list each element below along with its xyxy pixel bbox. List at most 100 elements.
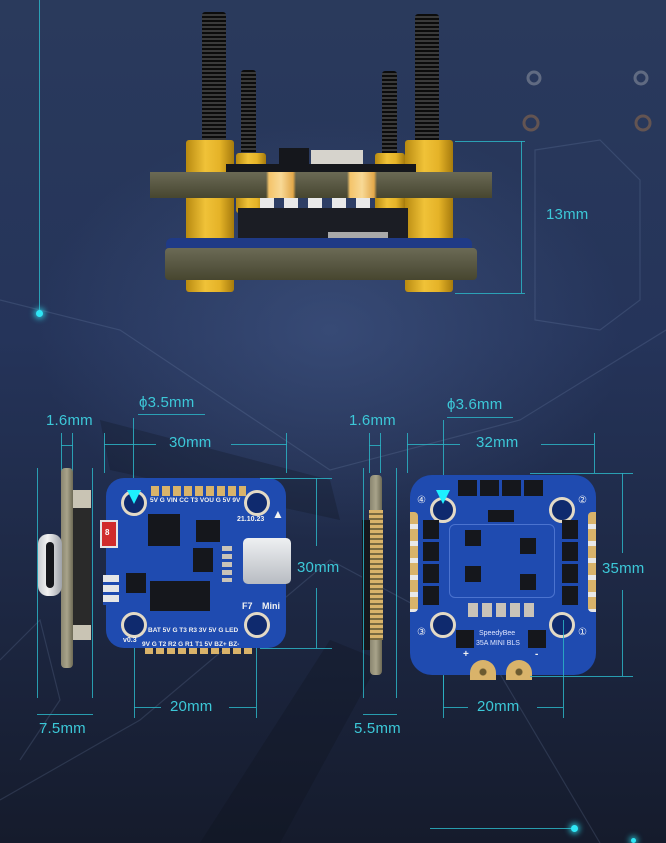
esc-side-depth-label: 5.5mm [354, 720, 401, 737]
esc-spacing-line-r [563, 620, 564, 718]
esc-mount-spacing-label: 20mm [477, 698, 520, 715]
esc-height-line-top [530, 473, 633, 474]
esc-left-mosfets [423, 520, 439, 606]
fc-height-bar-bottom [316, 588, 317, 648]
esc-capacitors [468, 603, 534, 617]
fc-depth-line-l [37, 468, 38, 698]
fc-bottom-pad-labels-row1: BAT 5V G T3 R3 3V 5V G LED [148, 627, 239, 634]
esc-height-line-bottom [530, 676, 633, 677]
esc-minus-label: - [535, 649, 539, 660]
fc-width-bar-r [231, 444, 287, 445]
fc-led-component [100, 520, 118, 548]
fc-hole-leader-h [138, 414, 205, 415]
stack-height-label: 13mm [546, 206, 589, 223]
fc-thickness-bar [61, 445, 73, 446]
fc-mount-hole-br [244, 612, 270, 638]
fc-side-depth-label: 7.5mm [39, 720, 86, 737]
fc-top-pads [151, 486, 246, 496]
fc-side-pcb [61, 468, 73, 668]
esc-depth-line-l [363, 468, 364, 698]
fc-version-label: v0.3 [123, 637, 137, 644]
esc-height-label: 35mm [602, 560, 645, 577]
esc-spacing-line-l [443, 676, 444, 718]
gold-connector-band [248, 172, 398, 198]
esc-battery-pad-positive [470, 660, 496, 680]
esc-side-components [362, 520, 370, 650]
esc-right-motor-pads [588, 512, 596, 612]
long-screw-right [415, 14, 439, 140]
esc-spacing-bar-l [443, 707, 468, 708]
esc-thickness-line-l [369, 433, 370, 473]
fc-orientation-triangle [127, 490, 141, 504]
esc-corner-number-3: ③ [417, 627, 426, 638]
esc-corner-number-1: ① [578, 627, 587, 638]
esc-width-bar-r [541, 444, 594, 445]
fc-regulator [193, 548, 213, 572]
esc-width-line-l [407, 433, 408, 473]
esc-width-line-r [594, 433, 595, 473]
esc-regulator [488, 510, 514, 522]
fc-bottom-pads [145, 648, 253, 654]
fc-thickness-line-l [61, 433, 62, 473]
esc-driver-chip-1 [465, 530, 481, 546]
fc-height-line-bottom [260, 648, 332, 649]
esc-hole-diameter-label: ϕ3.6mm [447, 396, 503, 413]
esc-connectors [260, 198, 380, 208]
esc-top-mosfets [458, 480, 546, 496]
short-screw-left [241, 70, 256, 154]
bottom-frame-plate [165, 248, 477, 280]
height-dim-top-line [455, 141, 525, 142]
fc-led-marker: 8 [105, 528, 110, 537]
fc-height-label: 30mm [297, 559, 340, 576]
fc-small-chip [126, 573, 146, 593]
fc-height-line-top [260, 478, 332, 479]
accent-line-bottom [430, 828, 573, 829]
fc-thickness-line-r [72, 433, 73, 473]
fc-spacing-bar-r [229, 707, 256, 708]
esc-side-thickness-label: 1.6mm [349, 412, 396, 429]
fc-date-code: 21.10.23 [237, 516, 265, 523]
short-screw-right [382, 71, 397, 155]
fc-side-components [73, 490, 91, 640]
fc-direction-arrow-icon: ▲ [272, 507, 284, 521]
esc-corner-number-2: ② [578, 495, 587, 506]
fc-button-pads [103, 575, 119, 605]
fc-spacing-bar-l [134, 707, 161, 708]
esc-width-label: 32mm [476, 434, 519, 451]
esc-thickness-line-r [380, 433, 381, 473]
fc-osd-chip [150, 581, 210, 611]
esc-height-bar-top [622, 473, 623, 553]
fc-side-usb-slot [46, 542, 54, 588]
esc-spacing-bar-r [537, 707, 563, 708]
accent-line-left [39, 0, 40, 314]
height-dim-vertical [521, 141, 522, 293]
fc-bottom-pad-labels-row2: 9V G T2 R2 G R1 T1 5V BZ+ BZ- [142, 641, 240, 648]
esc-right-mosfets [562, 520, 578, 606]
fc-mount-hole-bl [121, 612, 147, 638]
esc-orientation-triangle [436, 490, 450, 504]
fc-side-thickness-label: 1.6mm [46, 412, 93, 429]
fc-spacing-line-r [256, 648, 257, 718]
fc-width-line-r [286, 433, 287, 473]
esc-driver-section [449, 524, 555, 598]
esc-depth-line-r [396, 468, 397, 698]
fc-width-label: 30mm [169, 434, 212, 451]
esc-driver-chip-3 [465, 566, 481, 582]
accent-dot-bottom-2 [631, 838, 636, 843]
esc-bottom-mosfet-right [528, 630, 546, 648]
fc-top-pad-labels: 5V G VIN CC T3 VOU G 5V 9V [150, 497, 241, 504]
esc-driver-chip-2 [520, 538, 536, 554]
esc-brand-label: SpeedyBee [479, 630, 516, 637]
esc-bottom-mosfet-left [456, 630, 474, 648]
esc-thickness-bar [369, 445, 381, 446]
fc-gyro-chip [196, 520, 220, 542]
esc-battery-pad-negative [506, 660, 532, 680]
fc-spacing-line-l [134, 648, 135, 718]
height-dim-bottom-line [455, 293, 525, 294]
esc-corner-number-4: ④ [417, 495, 426, 506]
esc-depth-bar [363, 714, 397, 715]
esc-side-pads [369, 510, 383, 640]
fc-mount-spacing-label: 20mm [170, 698, 213, 715]
fc-depth-bar [37, 714, 93, 715]
